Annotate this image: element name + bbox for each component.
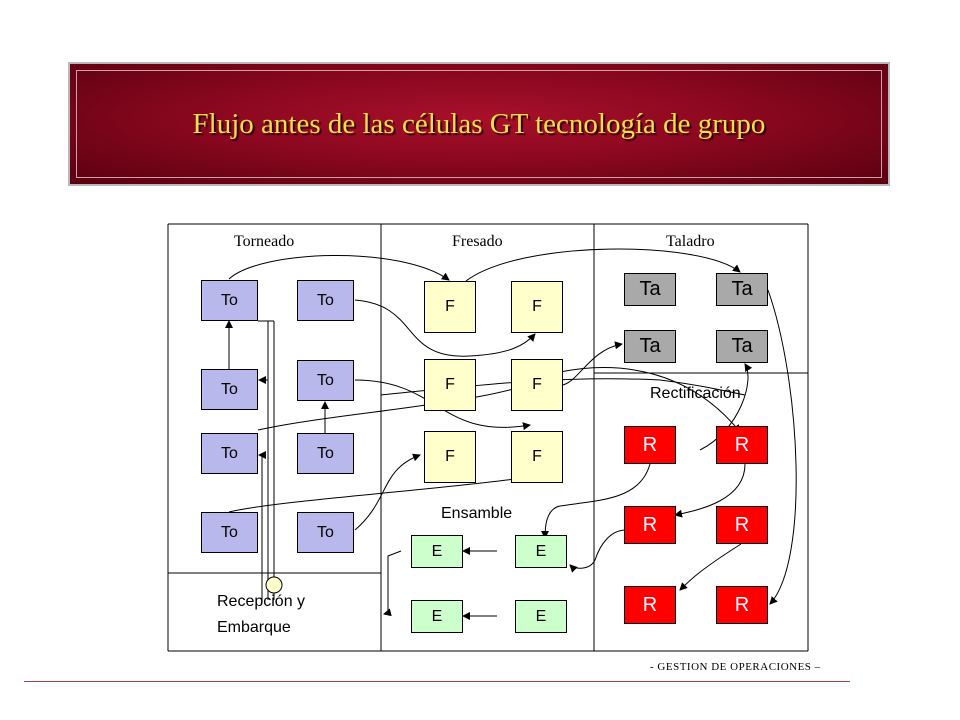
machine-fresado: F: [424, 281, 476, 333]
machine-taladro: Ta: [716, 330, 768, 363]
machine-taladro: Ta: [716, 273, 768, 306]
section-recepcion-line1: Recepción y: [217, 593, 306, 610]
machine-rectificacion: R: [624, 426, 676, 464]
arrow-e-recepcion: [383, 550, 402, 617]
machine-ensamble: E: [515, 600, 567, 633]
section-taladro: Taladro: [666, 233, 715, 250]
arrow-f-ta: [465, 248, 741, 282]
footer-text: - GESTION DE OPERACIONES –: [650, 661, 821, 673]
arrow-r-r21: [674, 463, 746, 518]
arrow-r-e: [541, 463, 651, 539]
machine-fresado: F: [511, 281, 563, 333]
shipping-point: [265, 576, 283, 594]
title-banner: Flujo antes de las células GT tecnología…: [68, 62, 890, 186]
machine-ensamble: E: [411, 600, 463, 633]
flow-arrows: [225, 248, 797, 620]
slide-title: Flujo antes de las células GT tecnología…: [192, 108, 766, 140]
arrow-to-f32: [228, 474, 531, 513]
machine-fresado: F: [511, 431, 563, 483]
section-recepcion-line2: Embarque: [217, 619, 291, 636]
section-fresado: Fresado: [452, 233, 503, 250]
machine-rectificacion: R: [624, 506, 676, 544]
machine-fresado: F: [424, 359, 476, 411]
footer-divider: [24, 681, 850, 682]
machine-torneado: To: [297, 360, 354, 401]
arrow-r21-e: [569, 529, 627, 573]
arrow-to-f31: [354, 453, 421, 531]
arrow-to-f12: [354, 299, 536, 357]
machine-rectificacion: R: [716, 586, 768, 624]
grid-lines: [167, 223, 809, 652]
machine-torneado: To: [297, 280, 354, 321]
arrow-to-f1: [228, 255, 450, 281]
machine-torneado: To: [201, 512, 258, 553]
machine-fresado: F: [424, 431, 476, 483]
machine-torneado: To: [201, 433, 258, 474]
machine-torneado: To: [297, 512, 354, 553]
arrow-f-ta21: [562, 341, 623, 386]
machine-ensamble: E: [411, 535, 463, 568]
machine-fresado: F: [511, 359, 563, 411]
machine-taladro: Ta: [624, 330, 676, 363]
machine-rectificacion: R: [716, 426, 768, 464]
machine-rectificacion: R: [716, 506, 768, 544]
section-torneado: Torneado: [234, 233, 295, 250]
machine-torneado: To: [201, 280, 258, 321]
machine-rectificacion: R: [624, 586, 676, 624]
section-rectificacion: Rectificación: [650, 385, 741, 402]
machine-torneado: To: [297, 433, 354, 474]
banner-inner-frame: [76, 70, 882, 178]
machine-ensamble: E: [515, 535, 567, 568]
arrow-r-ta: [699, 363, 753, 451]
arrow-r22-r31: [679, 543, 742, 591]
arrow-ta-r: [767, 289, 797, 605]
section-ensamble: Ensamble: [441, 505, 513, 522]
machine-taladro: Ta: [624, 273, 676, 306]
machine-torneado: To: [201, 369, 258, 410]
